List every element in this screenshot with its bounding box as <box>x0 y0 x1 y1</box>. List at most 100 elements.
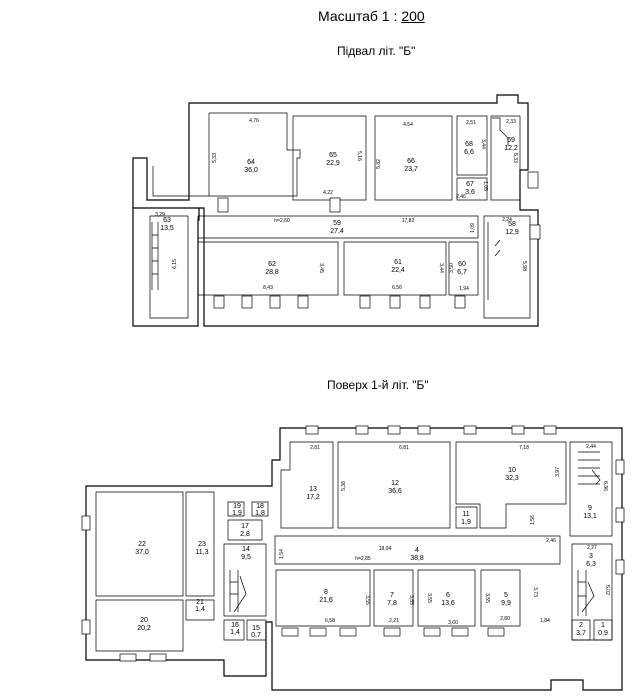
room-number: 1 <box>601 622 605 629</box>
room-area: 32,3 <box>505 475 519 482</box>
basement-room-62-outline <box>197 241 339 296</box>
room-area: 13,6 <box>441 600 455 607</box>
floor1-room-5-outline <box>480 569 521 627</box>
dimension-label: 1,54 <box>279 549 285 559</box>
floor1-window <box>149 653 167 662</box>
dimension-label: 6,58 <box>325 618 335 624</box>
floor1-window <box>119 653 137 662</box>
dimension-label: 5,33 <box>212 153 218 163</box>
floor1-room-18-outline <box>251 501 269 517</box>
room-number: 3 <box>589 553 593 560</box>
dimension-label: h=2,85 <box>355 556 371 562</box>
room-area: 1,8 <box>255 510 265 517</box>
floor1-stair-14 <box>229 570 247 613</box>
basement-room-60-outline <box>448 241 479 296</box>
dimension-label: 5,38 <box>341 481 347 491</box>
basement-room-69-outline <box>490 115 521 201</box>
floor1-window <box>281 627 299 637</box>
scale-value: 200 <box>401 8 425 24</box>
floor1-room-14-outline <box>223 543 267 617</box>
basement-plan: 64 36,0 65 22,9 66 23,7 68 6,6 69 12,2 6… <box>132 94 541 327</box>
room-area: 27,4 <box>330 228 344 235</box>
floor1-room-17-outline <box>227 519 263 541</box>
room-number: 2 <box>579 622 583 629</box>
floor1-stair-9 <box>578 451 601 485</box>
floor1-window <box>423 627 441 637</box>
basement-window <box>297 295 309 309</box>
room-area: 3,6 <box>465 189 475 196</box>
room-number: 19 <box>233 503 241 510</box>
room-number: 21 <box>196 599 204 606</box>
dimension-label: 3,55 <box>426 593 432 603</box>
room-number: 58 <box>508 221 516 228</box>
floor1-window <box>355 425 369 435</box>
floor1-room-9-outline <box>569 441 613 537</box>
dimension-label: 6,15 <box>172 259 178 269</box>
dimension-label: 3,55 <box>364 595 370 605</box>
scale-title: Масштаб 1 :200 <box>318 8 425 24</box>
basement-window <box>419 295 431 309</box>
floor1-window <box>339 627 357 637</box>
basement-room-58-outline <box>483 215 531 319</box>
floor1-room-8-outline <box>275 569 371 627</box>
dimension-label: 5,98 <box>521 261 527 271</box>
room-number: 69 <box>507 137 515 144</box>
basement-window <box>389 295 401 309</box>
dimension-label: 17,82 <box>402 218 415 224</box>
basement-room-64-wall <box>209 112 301 197</box>
room-number: 9 <box>588 505 592 512</box>
floor1-window <box>309 627 327 637</box>
basement-window <box>454 295 466 309</box>
room-area: 3,7 <box>576 630 586 637</box>
floor1-window <box>305 425 319 435</box>
floor1-window <box>487 627 505 637</box>
dimension-label: 1,09 <box>470 223 476 233</box>
room-area: 1,9 <box>461 519 471 526</box>
floor1-window <box>463 425 477 435</box>
room-area: 6,3 <box>586 561 596 568</box>
floor1-room-22-outline <box>95 491 184 597</box>
dimension-label: 2,80 <box>500 616 510 622</box>
room-area: 0,9 <box>598 630 608 637</box>
basement-window <box>213 295 225 309</box>
room-number: 63 <box>163 217 171 224</box>
room-area: 36,6 <box>388 488 402 495</box>
room-number: 23 <box>198 541 206 548</box>
dimension-label: 5,33 <box>512 153 518 163</box>
scale-label: Масштаб 1 : <box>318 8 398 24</box>
dimension-label: 2,81 <box>310 445 320 451</box>
dimension-label: 3,97 <box>555 467 561 477</box>
floor1-window <box>383 627 401 637</box>
basement-room-64-outline <box>152 113 210 197</box>
room-number: 7 <box>390 592 394 599</box>
dimension-label: 3,55 <box>484 593 490 603</box>
floor1-window <box>543 425 557 435</box>
dimension-label: 8,43 <box>263 285 273 291</box>
room-area: 6,7 <box>457 269 467 276</box>
room-number: 61 <box>394 259 402 266</box>
floor1-room-10-outline <box>455 441 567 529</box>
room-area: 12,9 <box>505 229 519 236</box>
dimension-label: 3,44 <box>438 263 444 273</box>
floor1-window <box>417 425 431 435</box>
dimension-label: 18,04 <box>379 546 392 552</box>
room-area: 2,8 <box>240 531 250 538</box>
dimension-label: 5,16 <box>356 151 362 161</box>
basement-room-66-outline <box>374 115 453 201</box>
basement-outer-wall-left <box>132 102 202 208</box>
dimension-label: 3,60 <box>448 620 458 626</box>
dimension-label: 1,05 <box>482 181 488 191</box>
dimension-label: 6,81 <box>399 445 409 451</box>
basement-stair-63 <box>151 222 159 290</box>
room-area: 9,5 <box>241 554 251 561</box>
room-area: 13,5 <box>160 225 174 232</box>
dimension-label: 1,84 <box>540 618 550 624</box>
basement-window <box>529 224 541 240</box>
floor1-room-23-outline <box>185 491 215 597</box>
dimension-label: 7,18 <box>519 445 529 451</box>
basement-stair-58 <box>487 222 501 300</box>
floor1-room-6-outline <box>417 569 476 627</box>
dimension-label: 2,24 <box>502 217 512 223</box>
floor1-window <box>615 507 625 523</box>
